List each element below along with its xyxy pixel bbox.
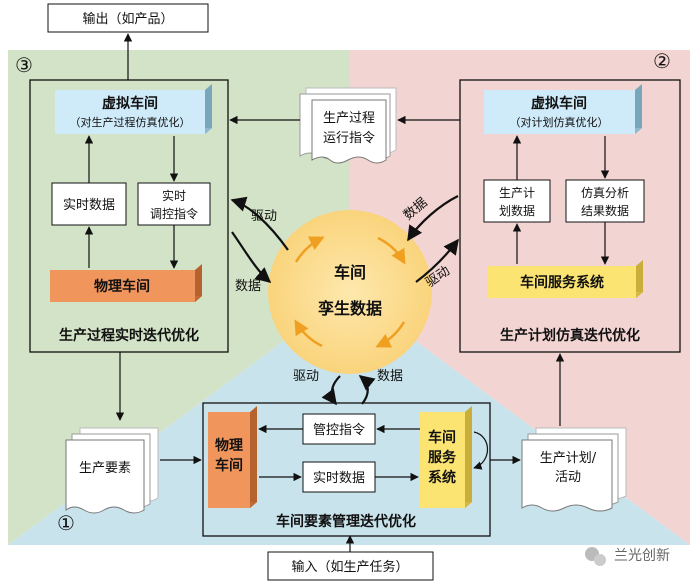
panel-2-frame (459, 79, 681, 353)
realtime-data-3-label: 实时数据 (63, 198, 115, 213)
doc-run-line1: 生产过程 (323, 111, 375, 126)
control-3-line2: 调控指令 (150, 206, 198, 221)
control-3-line1: 实时 (162, 188, 186, 203)
doc-production-plan (521, 427, 627, 512)
service-system-2 (488, 266, 636, 298)
flow-data-left-label: 数据 (235, 279, 261, 294)
cycle-arrow-4 (294, 319, 323, 348)
virtual-workshop-2-title: 虚拟车间 (531, 95, 587, 112)
sim-result-box (565, 179, 645, 223)
marker-three: ③ (15, 53, 33, 77)
flow-data-left (231, 231, 272, 284)
cycle-arrow-3 (375, 321, 406, 348)
physical-workshop-1-line1: 物理 (215, 437, 243, 454)
service-box-2-side (636, 260, 643, 298)
twin-data-line1: 车间 (334, 263, 366, 282)
service-system-1-line2: 服务 (428, 449, 457, 466)
marker-one: ① (57, 511, 75, 535)
virtual-workshop-3-title: 虚拟车间 (102, 95, 158, 112)
twin-data-circle (268, 210, 432, 374)
panel-3-caption: 生产过程实时迭代优化 (59, 327, 199, 344)
realtime-data-box-1 (302, 461, 376, 493)
doc-plan-line1: 生产计划/ (540, 451, 597, 466)
physical-box-3-side (195, 264, 202, 302)
input-label: 输入（如生产任务） (291, 559, 408, 575)
service-box-1-side (465, 406, 472, 508)
physical-workshop-1-line2: 车间 (215, 457, 243, 474)
physical-workshop-3 (50, 270, 195, 302)
virtual-workshop-3 (55, 90, 205, 134)
panel-1-caption: 车间要素管理迭代优化 (276, 513, 416, 530)
panel-3-frame (29, 79, 229, 353)
physical-workshop-1 (208, 412, 250, 508)
flow-drive-bottom (321, 375, 341, 406)
panel-1-frame (202, 402, 491, 537)
input-box (267, 551, 434, 581)
flow-drive-left (230, 196, 289, 251)
service-system-1-line1: 车间 (428, 429, 456, 446)
doc-run-line2: 运行指令 (323, 131, 375, 146)
flow-data-bottom-label: 数据 (377, 369, 403, 384)
virtual-workshop-2 (484, 90, 635, 134)
flow-drive-right (415, 238, 459, 283)
watermark-label: 兰光创新 (614, 548, 670, 564)
doc-run-instructions (299, 87, 397, 164)
realtime-data-1-label: 实时数据 (313, 471, 365, 486)
plan-data-line1: 生产计 (499, 186, 535, 200)
arrow-p1-service-self-loop (473, 431, 489, 470)
twin-data-line2: 孪生数据 (318, 299, 382, 318)
cycle-arrow-1 (294, 236, 325, 263)
service-system-2-label: 车间服务系统 (520, 274, 604, 291)
control-cmd-box (302, 413, 376, 445)
plan-data-line2: 划数据 (499, 203, 535, 218)
flow-data-bottom (358, 375, 376, 405)
sim-result-line1: 仿真分析 (581, 186, 629, 200)
flow-data-right (407, 195, 459, 242)
doc-production-elements (65, 427, 159, 514)
sim-result-line2: 结果数据 (581, 203, 629, 218)
output-box (47, 3, 209, 33)
plan-data-box (483, 179, 551, 223)
flow-drive-bottom-label: 驱动 (293, 369, 319, 384)
cycle-arrow-2 (377, 236, 406, 265)
wechat-icon (585, 547, 606, 566)
virtual-box-3-side (205, 84, 212, 134)
panel-2-caption: 生产计划仿真迭代优化 (500, 327, 640, 344)
service-system-1-line3: 系统 (428, 469, 456, 486)
output-label: 输出（如产品） (82, 11, 173, 27)
control-cmd-label: 管控指令 (313, 423, 365, 438)
physical-workshop-3-label: 物理车间 (94, 278, 150, 295)
virtual-workshop-2-sub: （对计划仿真优化） (510, 115, 609, 129)
service-system-1 (420, 412, 465, 508)
doc-elements-label: 生产要素 (79, 461, 131, 476)
flow-drive-left-label: 驱动 (251, 209, 277, 224)
physical-box-1-side (250, 406, 257, 508)
doc-plan-line2: 活动 (555, 470, 581, 485)
virtual-box-2-side (635, 84, 642, 134)
virtual-workshop-3-sub: （对生产过程仿真优化） (70, 115, 191, 129)
marker-two: ② (653, 49, 671, 73)
realtime-data-box-3 (51, 182, 127, 226)
